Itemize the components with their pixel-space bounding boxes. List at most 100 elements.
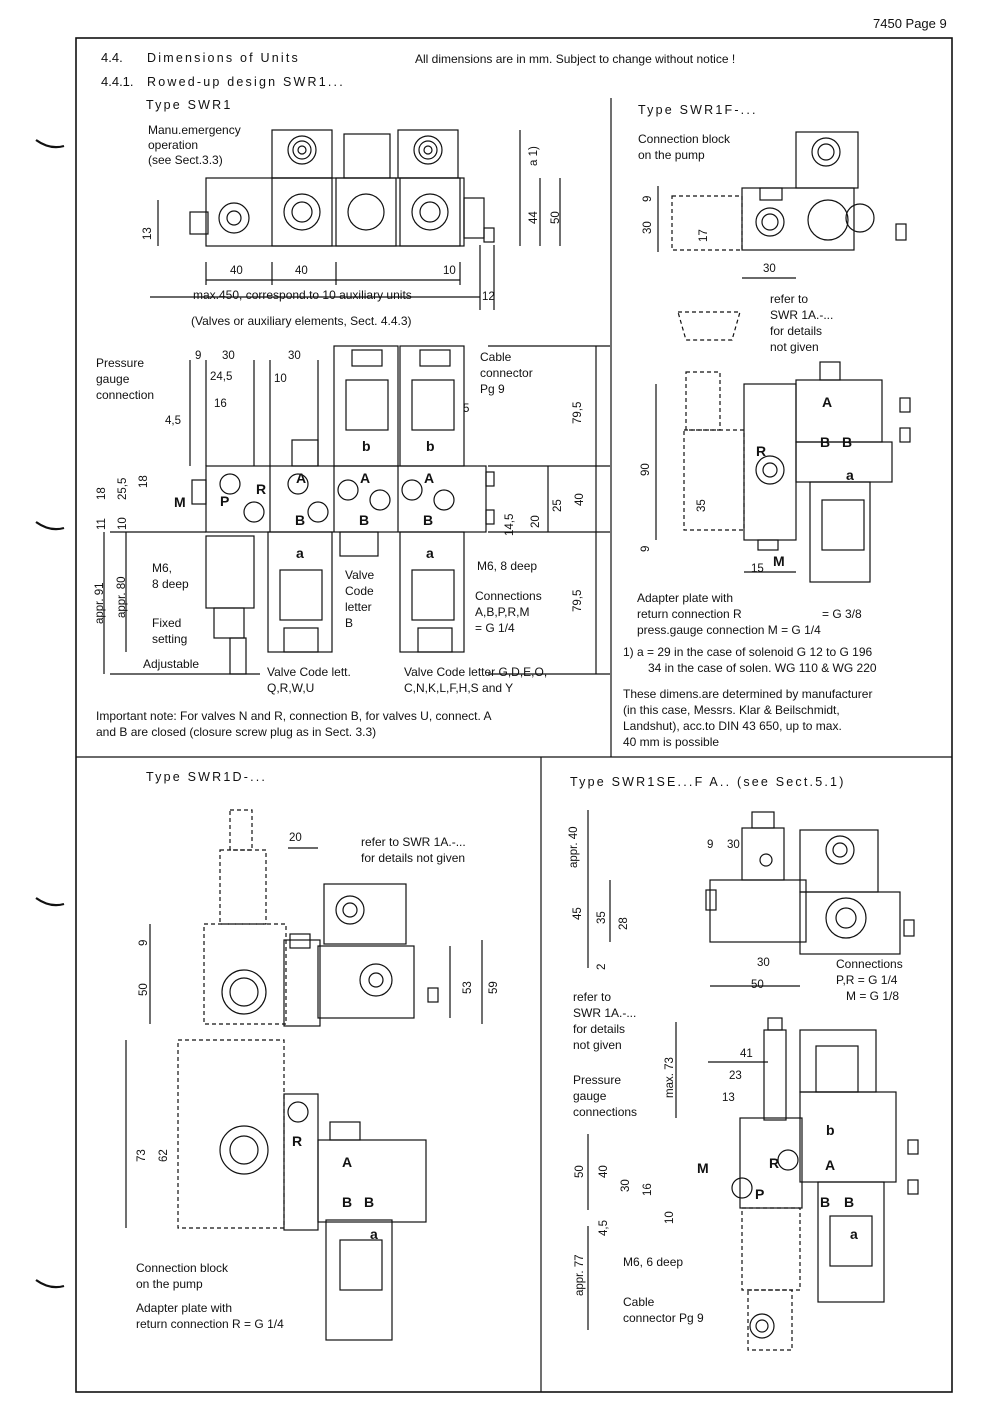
- swr1f-port-A: A: [822, 394, 833, 410]
- swr1f-adapter-line3: press.gauge connection M = G 1/4: [637, 623, 821, 637]
- port-B1: B: [295, 512, 306, 528]
- swr1se-dim-35: 35: [596, 911, 608, 924]
- code-right-line2: C,N,K,L,F,H,S and Y: [404, 681, 514, 695]
- manual-emergency-line3: (see Sect.3.3): [148, 153, 223, 167]
- page-number: 7450 Page 9: [873, 16, 947, 31]
- valve-code-line4: B: [345, 616, 354, 630]
- swr1se-pressure-line1: Pressure: [573, 1073, 622, 1087]
- valve-code-line2: Code: [345, 584, 374, 598]
- dim-79-5a: 79,5: [572, 401, 584, 424]
- swr1d-adapter-line1: Adapter plate with: [136, 1301, 233, 1315]
- code-left-line1: Valve Code lett.: [267, 665, 351, 679]
- swr1se-dim-30: 30: [727, 839, 740, 851]
- swr1f-dim-30: 30: [642, 221, 654, 234]
- m6-right: M6, 8 deep: [477, 559, 538, 573]
- dim-4-5: 4,5: [165, 415, 181, 427]
- swr1d-refer-line2: for details not given: [361, 851, 466, 865]
- pressure-gauge-line1: Pressure: [96, 356, 145, 370]
- cable-connector-line1: Cable: [480, 350, 512, 364]
- dim-appr91: appr. 91: [94, 582, 106, 624]
- swr1se-refer-line3: for details: [573, 1022, 626, 1036]
- swr1f-type-label: Type SWR1F-...: [638, 103, 758, 117]
- swr1se-port-B1: B: [820, 1194, 831, 1210]
- swr1f-note-line2: (in this case, Messrs. Klar & Beilschmid…: [623, 703, 840, 717]
- swr1f-footnote-line2: 34 in the case of solen. WG 110 & WG 220: [648, 661, 877, 675]
- port-b1: b: [362, 438, 371, 454]
- swr1se-dim-appr40: appr. 40: [568, 826, 580, 868]
- port-a2: a: [426, 545, 434, 561]
- dim-10b: 10: [117, 517, 129, 530]
- swr1d-dim-73: 73: [136, 1149, 148, 1162]
- dim-18a: 18: [138, 475, 150, 488]
- swr1se-dim-50: 50: [751, 979, 764, 991]
- m6-left-line2: 8 deep: [152, 577, 189, 591]
- port-A1: A: [296, 470, 307, 486]
- swr1f-refer-line1: refer to: [770, 292, 809, 306]
- swr1d-refer-line1: refer to SWR 1A.-...: [361, 835, 466, 849]
- dim-30b: 30: [288, 350, 301, 362]
- dim-40-detail: 40: [574, 493, 586, 506]
- swr1se-drawing: [587, 810, 919, 1351]
- swr1se-dim-30c: 30: [620, 1179, 632, 1192]
- swr1f-footnote-line1: 1) a = 29 in the case of solenoid G 12 t…: [623, 645, 873, 659]
- adjustable-label: Adjustable: [143, 657, 200, 671]
- swr1f-refer-line3: for details: [770, 324, 823, 338]
- swr1d-port-A: A: [342, 1154, 353, 1170]
- swr1se-cable-line2: connector Pg 9: [623, 1311, 704, 1325]
- dim-appr80: appr. 80: [116, 576, 128, 618]
- swr1se-dim-40: 40: [598, 1165, 610, 1178]
- swr1f-dim-9b: 9: [640, 545, 652, 552]
- swr1d-dim-53: 53: [462, 981, 474, 994]
- swr1f-dim-35: 35: [696, 499, 708, 512]
- code-left-line2: Q,R,W,U: [267, 681, 315, 695]
- section-title: Dimensions of Units: [147, 51, 300, 65]
- swr1f-dim-30b: 30: [763, 263, 776, 275]
- swr1f-dim-90: 90: [640, 463, 652, 476]
- swr1se-connections-line3: M = G 1/8: [846, 989, 900, 1003]
- swr1f-adapter-line1: Adapter plate with: [637, 591, 734, 605]
- swr1se-dim-9: 9: [707, 839, 714, 851]
- subsection-number: 4.4.1.: [101, 74, 134, 89]
- dim-10-detail: 10: [274, 373, 287, 385]
- swr1f-port-B2: B: [842, 434, 853, 450]
- swr1se-connections-line1: Connections: [836, 957, 903, 971]
- swr1f-refer-line2: SWR 1A.-...: [770, 308, 834, 322]
- swr1se-cable-line1: Cable: [623, 1295, 655, 1309]
- dim-14-5: 14,5: [504, 513, 516, 536]
- swr1se-port-B2: B: [844, 1194, 855, 1210]
- swr1se-port-M: M: [697, 1160, 709, 1176]
- port-B3: B: [423, 512, 434, 528]
- pressure-gauge-line2: gauge: [96, 372, 130, 386]
- dim-79-5b: 79,5: [572, 589, 584, 612]
- swr1d-adapter-line2: return connection R = G 1/4: [136, 1317, 284, 1331]
- manual-emergency-line2: operation: [148, 138, 199, 152]
- swr1se-dim-13: 13: [722, 1092, 735, 1104]
- port-A3: A: [424, 470, 435, 486]
- swr1d-port-B1: B: [342, 1194, 353, 1210]
- dim-25: 25: [552, 499, 564, 512]
- section-number: 4.4.: [101, 50, 123, 65]
- swr1se-refer-line2: SWR 1A.-...: [573, 1006, 637, 1020]
- manual-emergency-line1: Manu.emergency: [148, 123, 241, 137]
- swr1se-dim-30b: 30: [757, 957, 770, 969]
- swr1se-refer-line1: refer to: [573, 990, 612, 1004]
- swr1d-conn-block-line1: Connection block: [136, 1261, 229, 1275]
- important-note-line2: and B are closed (closure screw plug as …: [96, 725, 377, 739]
- swr1f-conn-block-line2: on the pump: [638, 148, 705, 162]
- swr1f-note-line4: 40 mm is possible: [623, 735, 720, 749]
- swr1-type-label: Type SWR1: [146, 98, 233, 112]
- connections-line1: Connections: [475, 589, 542, 603]
- swr1f-port-R: R: [756, 443, 767, 459]
- swr1se-port-a: a: [850, 1226, 858, 1242]
- swr1d-port-R: R: [292, 1133, 303, 1149]
- swr1f-port-a: a: [846, 467, 854, 483]
- connections-line2: A,B,P,R,M: [475, 605, 530, 619]
- swr1se-dim-2: 2: [596, 963, 608, 970]
- connections-line3: = G 1/4: [475, 621, 515, 635]
- cable-connector-line3: Pg 9: [480, 382, 505, 396]
- port-P: P: [220, 493, 230, 509]
- swr1se-pressure-line3: connections: [573, 1105, 638, 1119]
- dim-40b: 40: [295, 265, 308, 277]
- swr1d-dim-50: 50: [138, 983, 150, 996]
